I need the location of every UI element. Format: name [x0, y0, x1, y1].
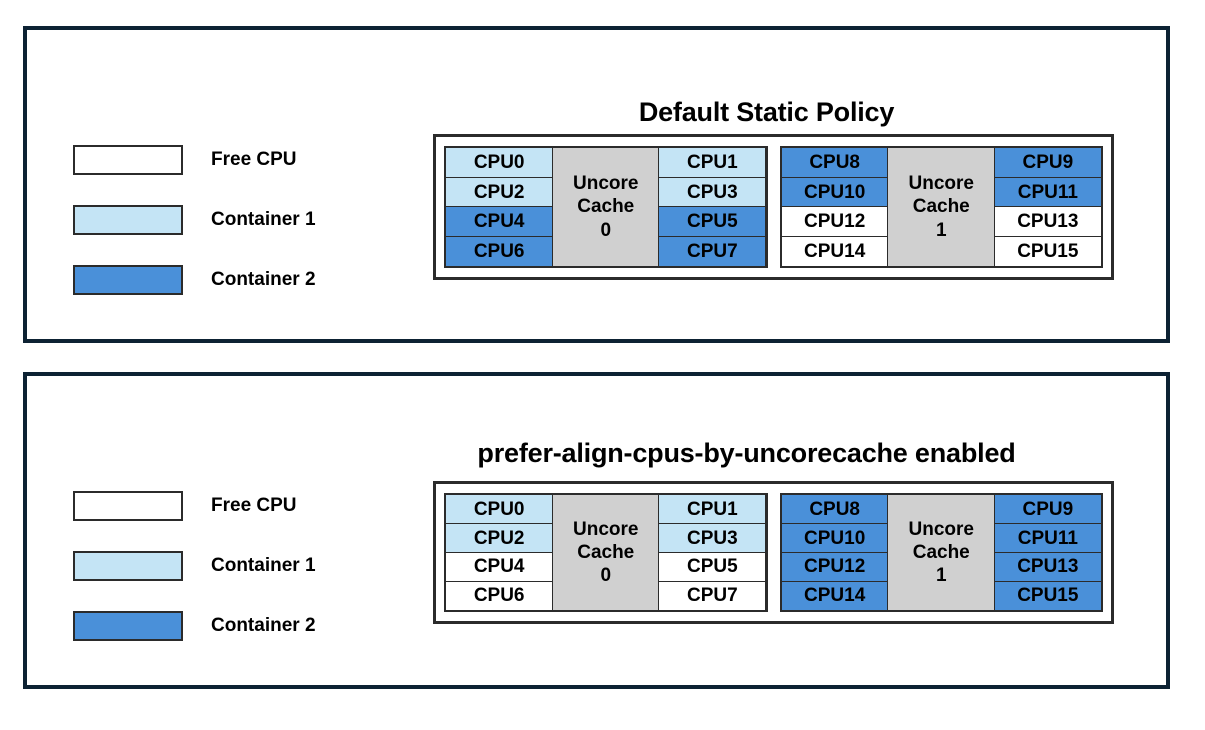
legend-default-static-policy: Free CPU Container 1 Container 2: [73, 130, 403, 310]
cpu-topology-diagram: CPU0 CPU2 CPU4 CPU6 Uncore Cache 0 CPU1 …: [433, 481, 1114, 624]
cpu-topology-diagram: CPU0 CPU2 CPU4 CPU6 Uncore Cache 0 CPU1 …: [433, 134, 1114, 280]
legend-swatch-container-2: [73, 611, 183, 641]
legend-label-container-2: Container 2: [211, 615, 316, 636]
legend-label-container-1: Container 1: [211, 209, 316, 230]
uncore-cache-block-1: Uncore Cache 1: [887, 147, 996, 267]
cpu-cell: CPU10: [780, 523, 889, 554]
cache-group-0: CPU0 CPU2 CPU4 CPU6 Uncore Cache 0 CPU1 …: [444, 493, 768, 612]
cpu-column-left-0: CPU0 CPU2 CPU4 CPU6: [445, 494, 554, 611]
uncore-cache-label-line1: Uncore: [908, 518, 974, 540]
uncore-cache-index: 0: [600, 565, 612, 587]
legend-swatch-container-1: [73, 551, 183, 581]
cpu-cell: CPU3: [658, 523, 767, 554]
cpu-cell: CPU12: [780, 551, 889, 582]
uncore-cache-block-0: Uncore Cache 0: [551, 147, 660, 267]
cpu-cell: CPU4: [445, 206, 554, 238]
page-title: prefer-align-cpus-by-uncorecache enabled: [477, 438, 1016, 469]
cpu-cell: CPU0: [445, 494, 554, 525]
cpu-cell: CPU4: [445, 551, 554, 582]
panel-prefer-align-cpus-by-uncorecache: prefer-align-cpus-by-uncorecache enabled…: [23, 372, 1170, 689]
cpu-cell: CPU2: [445, 176, 554, 208]
cpu-cell: CPU1: [658, 147, 767, 179]
uncore-cache-label-line2: Cache: [912, 541, 970, 563]
cpu-cell: CPU15: [993, 235, 1102, 267]
cache-group-1: CPU8 CPU10 CPU12 CPU14 Uncore Cache 1 CP…: [779, 146, 1103, 268]
cpu-cell: CPU11: [993, 523, 1102, 554]
cpu-cell: CPU15: [993, 580, 1102, 611]
cpu-cell: CPU7: [658, 235, 767, 267]
cpu-cell: CPU8: [780, 147, 889, 179]
cache-group-divider: [768, 146, 780, 268]
legend-label-container-1: Container 1: [211, 555, 316, 576]
legend-prefer-align: Free CPU Container 1 Container 2: [73, 476, 403, 656]
uncore-cache-label-line2: Cache: [577, 541, 635, 563]
uncore-cache-index: 0: [600, 219, 612, 241]
legend-item-container-1: Container 1: [73, 190, 403, 250]
cpu-cell: CPU6: [445, 580, 554, 611]
cpu-cell: CPU1: [658, 494, 767, 525]
uncore-cache-label-line1: Uncore: [908, 173, 974, 195]
panel-default-static-policy: Default Static Policy Free CPU Container…: [23, 26, 1170, 343]
cpu-cell: CPU9: [993, 494, 1102, 525]
legend-item-free-cpu: Free CPU: [73, 476, 403, 536]
cpu-cell: CPU8: [780, 494, 889, 525]
legend-swatch-free-cpu: [73, 145, 183, 175]
cpu-cell: CPU14: [780, 580, 889, 611]
legend-swatch-free-cpu: [73, 491, 183, 521]
cpu-cell: CPU5: [658, 206, 767, 238]
legend-swatch-container-2: [73, 265, 183, 295]
cpu-column-right-1: CPU9 CPU11 CPU13 CPU15: [993, 147, 1102, 267]
uncore-cache-block-0: Uncore Cache 0: [551, 494, 660, 611]
cpu-column-right-0: CPU1 CPU3 CPU5 CPU7: [658, 147, 767, 267]
cpu-cell: CPU13: [993, 551, 1102, 582]
cpu-cell: CPU9: [993, 147, 1102, 179]
legend-item-container-1: Container 1: [73, 536, 403, 596]
uncore-cache-label-line1: Uncore: [573, 173, 639, 195]
cpu-cell: CPU14: [780, 235, 889, 267]
cpu-column-left-1: CPU8 CPU10 CPU12 CPU14: [780, 494, 889, 611]
legend-label-free-cpu: Free CPU: [211, 495, 297, 516]
legend-swatch-container-1: [73, 205, 183, 235]
cache-group-divider: [768, 493, 780, 612]
uncore-cache-label-line2: Cache: [912, 196, 970, 218]
cpu-cell: CPU12: [780, 206, 889, 238]
uncore-cache-label-line2: Cache: [577, 196, 635, 218]
page-title: Default Static Policy: [638, 97, 895, 128]
legend-item-container-2: Container 2: [73, 250, 403, 310]
uncore-cache-label-line1: Uncore: [573, 518, 639, 540]
cpu-column-left-0: CPU0 CPU2 CPU4 CPU6: [445, 147, 554, 267]
legend-item-container-2: Container 2: [73, 596, 403, 656]
legend-label-free-cpu: Free CPU: [211, 149, 297, 170]
cpu-cell: CPU6: [445, 235, 554, 267]
cache-group-0: CPU0 CPU2 CPU4 CPU6 Uncore Cache 0 CPU1 …: [444, 146, 768, 268]
uncore-cache-index: 1: [935, 565, 947, 587]
cpu-cell: CPU0: [445, 147, 554, 179]
uncore-cache-index: 1: [935, 219, 947, 241]
cpu-column-right-1: CPU9 CPU11 CPU13 CPU15: [993, 494, 1102, 611]
cpu-column-right-0: CPU1 CPU3 CPU5 CPU7: [658, 494, 767, 611]
cpu-cell: CPU10: [780, 176, 889, 208]
cache-group-1: CPU8 CPU10 CPU12 CPU14 Uncore Cache 1 CP…: [779, 493, 1103, 612]
cpu-column-left-1: CPU8 CPU10 CPU12 CPU14: [780, 147, 889, 267]
uncore-cache-block-1: Uncore Cache 1: [887, 494, 996, 611]
cpu-cell: CPU7: [658, 580, 767, 611]
cpu-cell: CPU5: [658, 551, 767, 582]
cpu-cell: CPU3: [658, 176, 767, 208]
cpu-cell: CPU2: [445, 523, 554, 554]
legend-item-free-cpu: Free CPU: [73, 130, 403, 190]
cpu-cell: CPU11: [993, 176, 1102, 208]
legend-label-container-2: Container 2: [211, 269, 316, 290]
cpu-cell: CPU13: [993, 206, 1102, 238]
